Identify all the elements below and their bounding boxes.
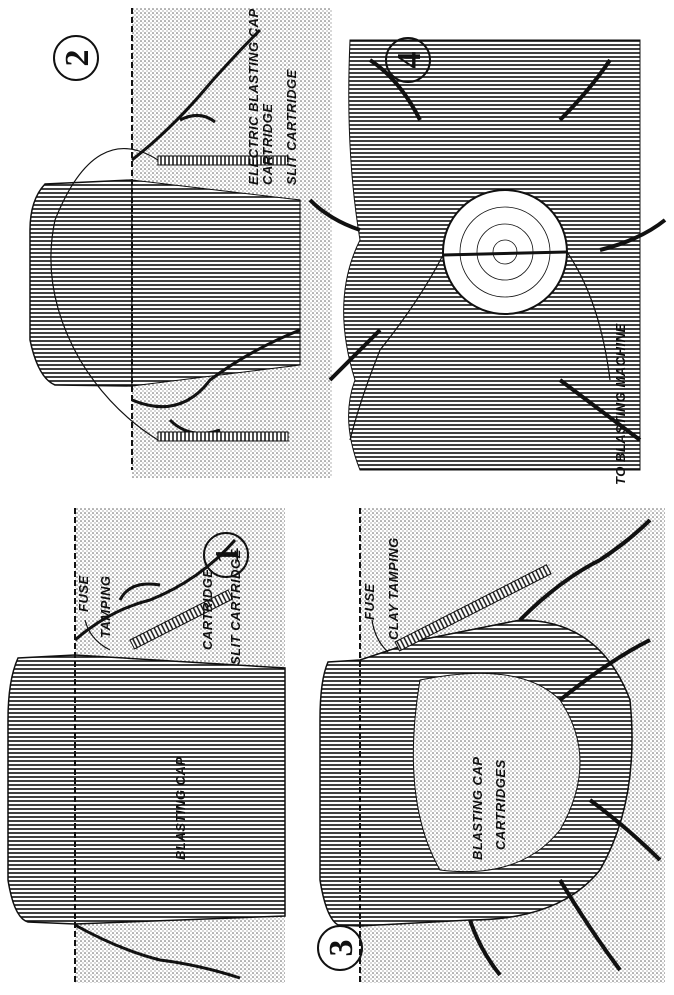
panel-2-stump: [30, 180, 132, 386]
panel-2-taproot: [132, 180, 300, 386]
panel-3-number: 3: [323, 940, 360, 957]
panel-3-label-blasting-cap: BLASTING CAP: [470, 757, 485, 861]
panel-3: 3 FUSE CLAY TAMPING BLASTING CAP CARTRID…: [318, 508, 665, 983]
panel-2: 2 ELECTRIC BLASTING CAP CARTRIDGE SLIT C…: [30, 8, 332, 478]
panel-2-label-slit-cartridge: SLIT CARTRIDGE: [284, 69, 299, 185]
panel-1-label-slit-cartridge: SLIT CARTRIDGE: [228, 549, 243, 665]
panel-3-label-clay-tamping: CLAY TAMPING: [386, 537, 401, 640]
panel-2-number: 2: [59, 50, 96, 67]
panel-1-stump: [8, 655, 285, 924]
panel-2-label-cartridge: CARTRIDGE: [260, 103, 275, 185]
panel-1: 1 FUSE TAMPING CARTRIDGE SLIT CARTRIDGE …: [8, 508, 285, 983]
panel-1-label-tamping: TAMPING: [98, 576, 113, 638]
panel-1-label-blasting-cap: BLASTING CAP: [173, 757, 188, 861]
panel-3-label-cartridges: CARTRIDGES: [493, 759, 508, 850]
panel-2-right-charge: [158, 432, 288, 441]
panel-1-label-fuse: FUSE: [76, 575, 91, 612]
panel-4-number: 4: [391, 52, 428, 69]
panel-3-label-fuse: FUSE: [362, 583, 377, 620]
panel-4-label-to-blasting-machine: TO BLASTING MACHINE: [613, 323, 628, 485]
panel-4: 4 TO BLASTING MACHINE: [310, 38, 665, 485]
panel-2-label-electric-blasting-cap: ELECTRIC BLASTING CAP: [246, 8, 261, 185]
panel-1-label-cartridge: CARTRIDGE: [200, 568, 215, 650]
